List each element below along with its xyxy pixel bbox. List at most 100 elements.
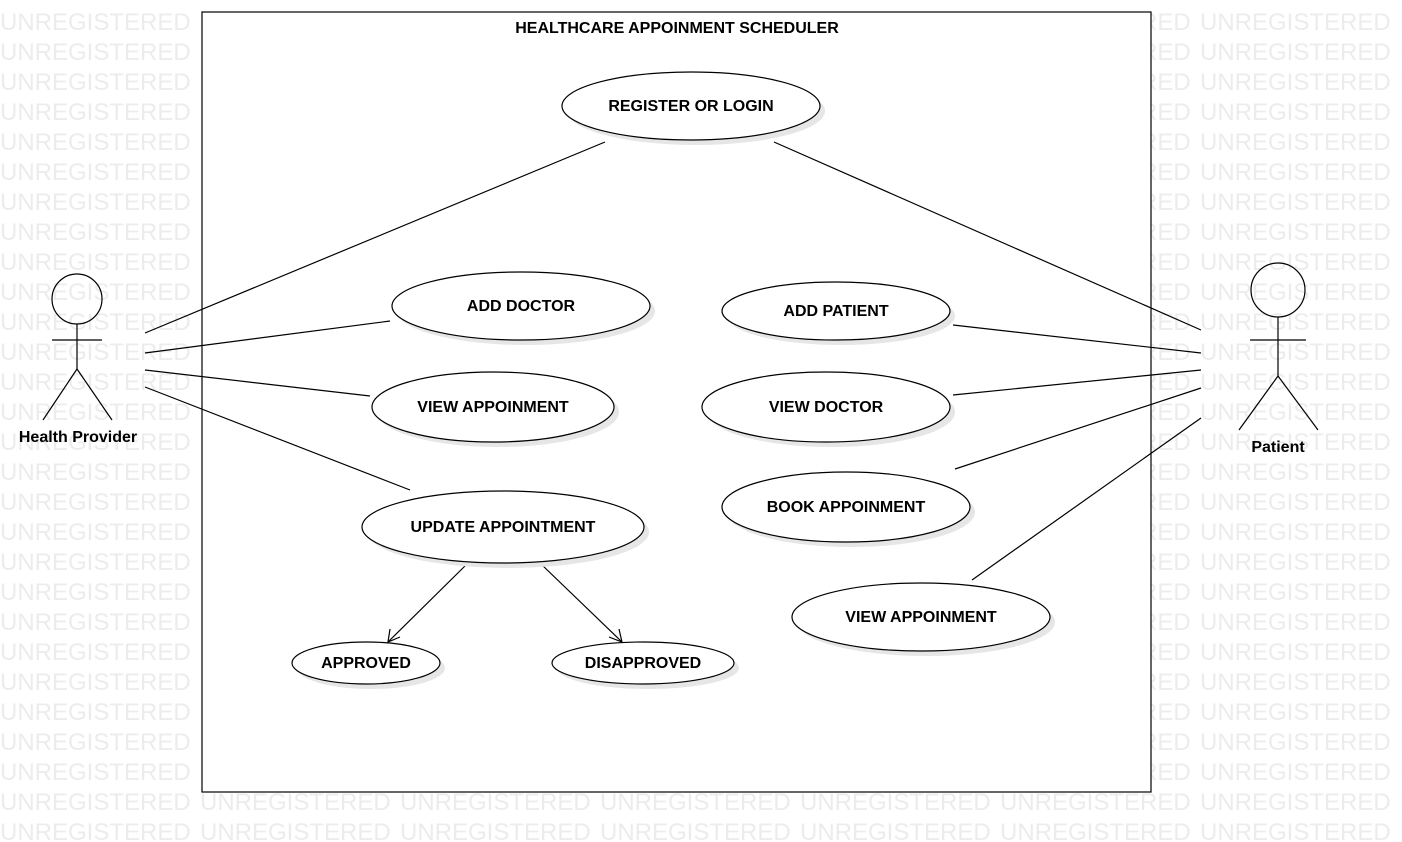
watermark-text: UNREGISTERED bbox=[1400, 189, 1402, 216]
use-case-view-appointment-patient[interactable]: VIEW APPOINMENT bbox=[791, 582, 1055, 656]
watermark-text: UNREGISTERED bbox=[1400, 69, 1402, 96]
watermark-text: UNREGISTERED bbox=[200, 819, 391, 842]
line-provider-add-doctor[interactable] bbox=[144, 320, 391, 354]
line-patient-view-appointment[interactable] bbox=[971, 417, 1202, 581]
use-case-disapproved[interactable]: DISAPPROVED bbox=[551, 641, 739, 689]
watermark-text: UNREGISTERED bbox=[1400, 759, 1402, 786]
use-case-approved-label: APPROVED bbox=[321, 655, 411, 672]
arrowhead-approved bbox=[387, 628, 401, 643]
watermark-text: UNREGISTERED bbox=[1400, 249, 1402, 276]
use-case-book-appointment[interactable]: BOOK APPOINMENT bbox=[721, 471, 975, 547]
use-case-update-appointment-label: UPDATE APPOINTMENT bbox=[411, 519, 596, 536]
system-title: HEALTHCARE APPOINMENT SCHEDULER bbox=[515, 20, 839, 37]
use-case-update-appointment[interactable]: UPDATE APPOINTMENT bbox=[361, 490, 649, 568]
watermark-text: UNREGISTERED bbox=[1200, 309, 1391, 336]
watermark-text: UNREGISTERED bbox=[0, 669, 191, 696]
watermark-text: UNREGISTERED bbox=[0, 489, 191, 516]
watermark-text: UNREGISTERED bbox=[600, 819, 791, 842]
watermark-text: UNREGISTERED bbox=[800, 789, 991, 816]
watermark-text: UNREGISTERED bbox=[1400, 399, 1402, 426]
watermark-text: UNREGISTERED bbox=[0, 549, 191, 576]
watermark-text: UNREGISTERED bbox=[0, 369, 191, 396]
watermark-text: UNREGISTERED bbox=[1400, 519, 1402, 546]
line-patient-book-appointment[interactable] bbox=[954, 387, 1202, 470]
watermark-text: UNREGISTERED bbox=[1400, 99, 1402, 126]
actor-leg-right bbox=[76, 368, 113, 421]
watermark-text: UNREGISTERED bbox=[800, 819, 991, 842]
actor-leg-right bbox=[1277, 375, 1319, 431]
watermark-text: UNREGISTERED bbox=[1400, 489, 1402, 516]
association-lines bbox=[144, 141, 1202, 643]
watermark-text: UNREGISTERED bbox=[1200, 129, 1391, 156]
use-case-book-appointment-label: BOOK APPOINMENT bbox=[767, 499, 926, 516]
watermark-text: UNREGISTERED bbox=[0, 309, 191, 336]
watermark-text: UNREGISTERED bbox=[1400, 789, 1402, 816]
watermark-text: UNREGISTERED bbox=[1200, 639, 1391, 666]
actor-health-provider[interactable]: Health Provider bbox=[19, 273, 137, 446]
watermark-text: UNREGISTERED bbox=[1400, 279, 1402, 306]
watermark-text: UNREGISTERED bbox=[400, 819, 591, 842]
watermark-text: UNREGISTERED bbox=[1200, 549, 1391, 576]
use-case-add-patient[interactable]: ADD PATIENT bbox=[721, 281, 955, 345]
watermark-text: UNREGISTERED bbox=[0, 819, 191, 842]
watermark-text: UNREGISTERED bbox=[1400, 159, 1402, 186]
use-case-register[interactable]: REGISTER OR LOGIN bbox=[561, 71, 825, 145]
watermark-text: UNREGISTERED bbox=[1400, 129, 1402, 156]
watermark-text: UNREGISTERED bbox=[0, 9, 191, 36]
watermark-text: UNREGISTERED bbox=[1400, 339, 1402, 366]
watermark-text: UNREGISTERED bbox=[0, 99, 191, 126]
use-case-register-label: REGISTER OR LOGIN bbox=[608, 98, 773, 115]
use-case-view-appointment-patient-label: VIEW APPOINMENT bbox=[845, 609, 997, 626]
watermark-text: UNREGISTERED bbox=[0, 729, 191, 756]
arrow-update-approved[interactable] bbox=[387, 563, 468, 643]
watermark-text: UNREGISTERED bbox=[0, 639, 191, 666]
watermark-text: UNREGISTERED bbox=[1200, 249, 1391, 276]
watermark-text: UNREGISTERED bbox=[0, 789, 191, 816]
line-provider-update-appointment[interactable] bbox=[144, 386, 411, 491]
line-provider-view-appointment[interactable] bbox=[144, 369, 371, 397]
watermark-text: UNREGISTERED bbox=[0, 429, 191, 456]
watermark-text: UNREGISTERED bbox=[1400, 39, 1402, 66]
arrow-update-disapproved[interactable] bbox=[540, 563, 623, 643]
use-case-view-appointment-provider-label: VIEW APPOINMENT bbox=[417, 399, 569, 416]
watermark-text: UNREGISTERED bbox=[1400, 309, 1402, 336]
watermark-text: UNREGISTERED bbox=[1000, 819, 1191, 842]
watermark-text: UNREGISTERED bbox=[1200, 189, 1391, 216]
watermark-text: UNREGISTERED bbox=[1200, 609, 1391, 636]
watermark-text: UNREGISTERED bbox=[1200, 669, 1391, 696]
line-patient-view-doctor[interactable] bbox=[952, 369, 1202, 396]
watermark-text: UNREGISTERED bbox=[1200, 519, 1391, 546]
watermark-text: UNREGISTERED bbox=[0, 339, 191, 366]
watermark-text: UNREGISTERED bbox=[1200, 9, 1391, 36]
watermark-text: UNREGISTERED bbox=[1200, 459, 1391, 486]
watermark-text: UNREGISTERED bbox=[0, 219, 191, 246]
line-provider-register[interactable] bbox=[144, 141, 606, 334]
use-case-view-appointment-provider[interactable]: VIEW APPOINMENT bbox=[371, 371, 619, 447]
watermark-text: UNREGISTERED bbox=[0, 579, 191, 606]
use-case-disapproved-label: DISAPPROVED bbox=[585, 655, 701, 672]
actor-leg-left bbox=[42, 368, 78, 421]
watermark-text: UNREGISTERED bbox=[1200, 819, 1391, 842]
actor-patient[interactable]: Patient bbox=[1238, 262, 1319, 456]
watermark-text: UNREGISTERED bbox=[200, 789, 391, 816]
watermark-text: UNREGISTERED bbox=[1400, 729, 1402, 756]
watermark-text: UNREGISTERED bbox=[1400, 609, 1402, 636]
use-case-add-doctor[interactable]: ADD DOCTOR bbox=[391, 271, 655, 345]
watermark-text: UNREGISTERED bbox=[1200, 759, 1391, 786]
watermark-text: UNREGISTERED bbox=[1400, 9, 1402, 36]
use-case-view-doctor[interactable]: VIEW DOCTOR bbox=[701, 371, 955, 447]
watermark-text: UNREGISTERED bbox=[0, 459, 191, 486]
watermark-text: UNREGISTERED bbox=[0, 399, 191, 426]
watermark-text: UNREGISTERED bbox=[400, 789, 591, 816]
watermark-text: UNREGISTERED bbox=[1200, 39, 1391, 66]
use-case-approved[interactable]: APPROVED bbox=[291, 641, 445, 689]
watermark-text: UNREGISTERED bbox=[1400, 369, 1402, 396]
watermark-text: UNREGISTERED bbox=[0, 189, 191, 216]
use-case-add-patient-label: ADD PATIENT bbox=[783, 303, 888, 320]
line-patient-add-patient[interactable] bbox=[952, 324, 1202, 354]
watermark-text: UNREGISTERED bbox=[1400, 429, 1402, 456]
watermark-text: UNREGISTERED bbox=[1400, 639, 1402, 666]
use-case-add-doctor-label: ADD DOCTOR bbox=[467, 298, 576, 315]
line-patient-register[interactable] bbox=[773, 141, 1202, 331]
watermark-text: UNREGISTERED bbox=[1200, 789, 1391, 816]
